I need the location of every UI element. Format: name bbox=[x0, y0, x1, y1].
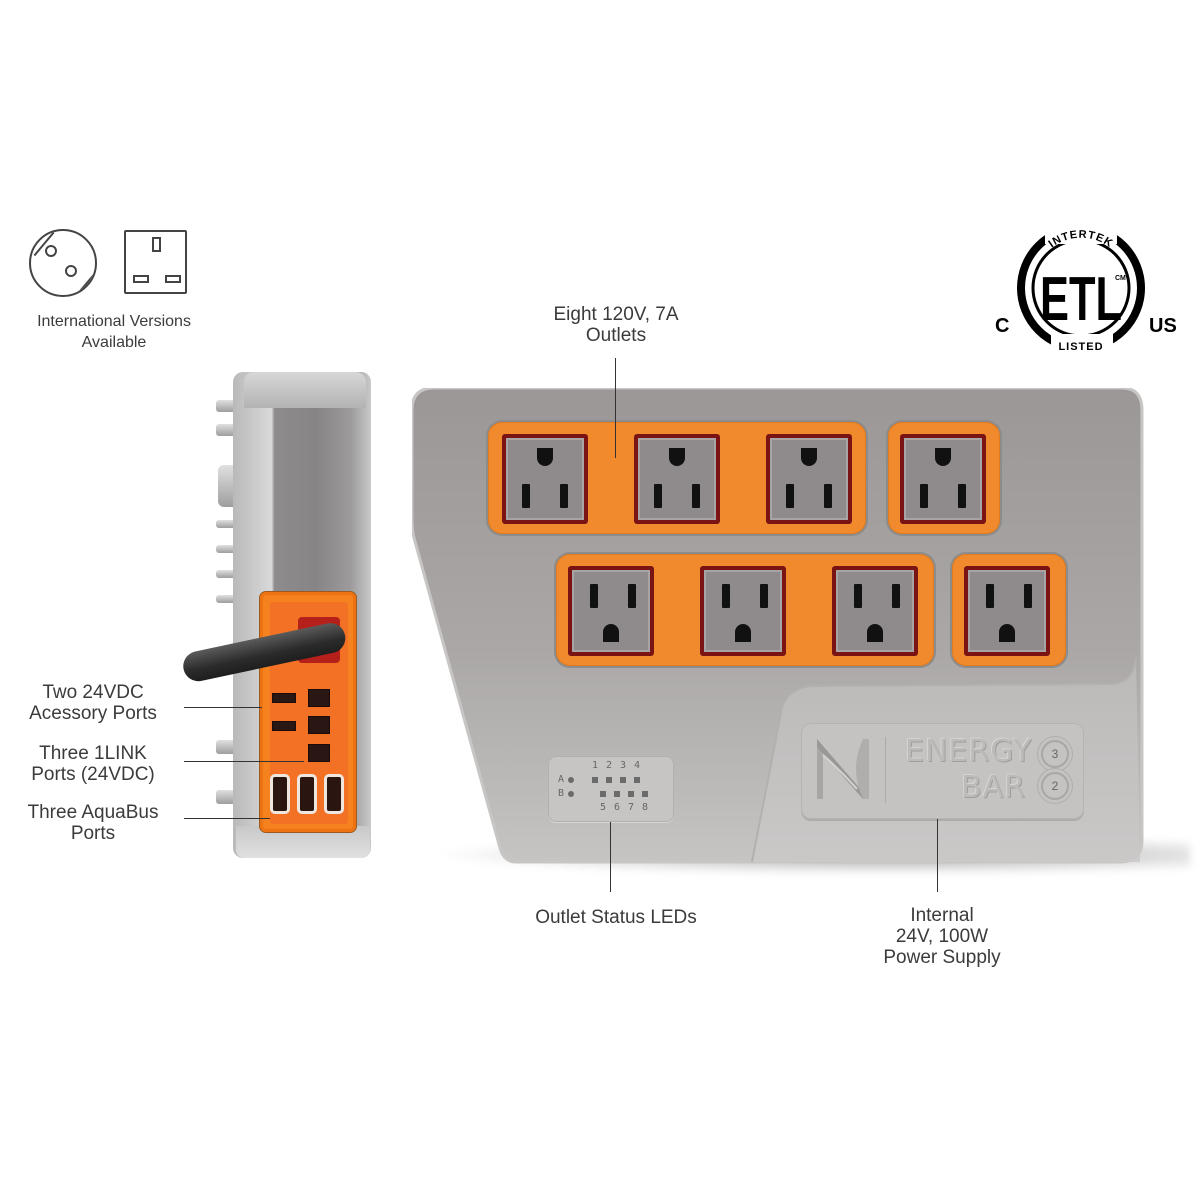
led-outlet-5 bbox=[600, 791, 606, 797]
led-label-7: 7 bbox=[628, 802, 635, 813]
accessory-ports-callout-line1: Two 24VDC bbox=[42, 682, 144, 703]
power-supply-leader-line bbox=[937, 819, 938, 892]
brand-text-bar: BAR bbox=[961, 770, 1026, 805]
outlet-1[interactable] bbox=[502, 434, 588, 524]
etl-cm-text: CM bbox=[1115, 275, 1126, 282]
side-housing-top bbox=[244, 372, 366, 408]
side-vent-fin bbox=[216, 424, 238, 436]
aquabus-port-2[interactable] bbox=[297, 774, 317, 814]
etl-us-text: US bbox=[1149, 315, 1177, 337]
outlets-leader-line bbox=[615, 358, 616, 458]
outlet-3[interactable] bbox=[766, 434, 852, 524]
energy-bar-front bbox=[412, 388, 1144, 864]
outlet-status-led-panel: 1 2 3 4 A B 5 6 7 8 bbox=[548, 756, 674, 822]
onelink-port-1[interactable] bbox=[308, 689, 330, 707]
accessory-ports-callout: Two 24VDC Acessory Ports bbox=[6, 682, 180, 724]
led-outlet-3 bbox=[620, 777, 626, 783]
led-label-3: 3 bbox=[620, 760, 627, 771]
outlets-callout: Eight 120V, 7A Outlets bbox=[516, 304, 716, 346]
led-outlet-2 bbox=[606, 777, 612, 783]
outlet-6[interactable] bbox=[700, 566, 786, 656]
etl-listed-text: LISTED bbox=[1058, 341, 1103, 353]
onelink-ports-callout: Three 1LINK Ports (24VDC) bbox=[6, 743, 180, 785]
led-label-4: 4 bbox=[634, 760, 641, 771]
side-vent-fin bbox=[216, 520, 238, 528]
led-a-indicator bbox=[568, 777, 574, 783]
outlet-8[interactable] bbox=[964, 566, 1050, 656]
outlet-4[interactable] bbox=[900, 434, 986, 524]
round-plug-icon bbox=[29, 229, 97, 297]
international-label-line2: Available bbox=[81, 334, 147, 351]
aquabus-ports-callout: Three AquaBus Ports bbox=[6, 802, 180, 844]
led-outlet-8 bbox=[642, 791, 648, 797]
led-row-a-label: A bbox=[558, 774, 565, 785]
onelink-ports-leader-line bbox=[184, 761, 304, 762]
outlet-7[interactable] bbox=[832, 566, 918, 656]
led-label-2: 2 bbox=[606, 760, 613, 771]
power-supply-callout-line3: Power Supply bbox=[883, 947, 1001, 968]
side-vent-fin bbox=[216, 570, 238, 578]
accessory-ports-leader-line bbox=[184, 707, 262, 708]
accessory-port-2[interactable] bbox=[272, 721, 296, 731]
led-row-b-label: B bbox=[558, 788, 565, 799]
outlets-callout-line1: Eight 120V, 7A bbox=[553, 304, 679, 325]
led-label-1: 1 bbox=[592, 760, 599, 771]
led-label-8: 8 bbox=[642, 802, 649, 813]
aquabus-port-1[interactable] bbox=[270, 774, 290, 814]
side-vent-fin bbox=[216, 545, 238, 553]
uk-plug-icon bbox=[124, 230, 187, 294]
status-leds-callout-line1: Outlet Status LEDs bbox=[535, 907, 697, 928]
etl-c-text: C bbox=[995, 315, 1009, 337]
accessory-ports-callout-line2: Acessory Ports bbox=[29, 703, 157, 724]
aquabus-ports-leader-line bbox=[184, 818, 270, 819]
brand-divider bbox=[885, 737, 886, 803]
brand-badge-2: 2 bbox=[1041, 772, 1069, 800]
led-outlet-7 bbox=[628, 791, 634, 797]
outlet-2[interactable] bbox=[634, 434, 720, 524]
status-leds-callout: Outlet Status LEDs bbox=[500, 907, 732, 928]
aquabus-port-3[interactable] bbox=[324, 774, 344, 814]
led-b-indicator bbox=[568, 791, 574, 797]
onelink-port-2[interactable] bbox=[308, 716, 330, 734]
side-vent-fin bbox=[216, 740, 238, 754]
energy-bar-brand-plate: ENERGY BAR 3 2 bbox=[801, 723, 1084, 819]
status-leds-leader-line bbox=[610, 822, 611, 892]
aquabus-ports-callout-line1: Three AquaBus bbox=[27, 802, 159, 823]
led-label-5: 5 bbox=[600, 802, 607, 813]
side-vent-fin bbox=[216, 790, 238, 804]
international-label: International Versions Available bbox=[14, 311, 214, 353]
onelink-ports-callout-line2: Ports (24VDC) bbox=[31, 764, 155, 785]
etl-listed-mark: INTERTEK LISTED ETL CM C US bbox=[995, 222, 1185, 362]
neptune-logo-icon bbox=[817, 739, 869, 799]
side-vent-fin bbox=[216, 400, 238, 412]
onelink-port-3[interactable] bbox=[308, 744, 330, 762]
brand-badge-3: 3 bbox=[1041, 740, 1069, 768]
led-outlet-6 bbox=[614, 791, 620, 797]
etl-mark-text: ETL bbox=[1040, 265, 1122, 334]
power-supply-callout: Internal 24V, 100W Power Supply bbox=[842, 905, 1042, 968]
led-outlet-1 bbox=[592, 777, 598, 783]
brand-text-energy: ENERGY bbox=[905, 734, 1033, 769]
international-label-line1: International Versions bbox=[37, 313, 191, 330]
aquabus-ports-callout-line2: Ports bbox=[70, 823, 116, 844]
accessory-port-1[interactable] bbox=[272, 693, 296, 703]
side-vent-fin bbox=[216, 595, 238, 603]
onelink-ports-callout-line1: Three 1LINK bbox=[39, 743, 147, 764]
led-label-6: 6 bbox=[614, 802, 621, 813]
power-supply-callout-line2: 24V, 100W bbox=[895, 926, 989, 947]
led-outlet-4 bbox=[634, 777, 640, 783]
outlets-callout-line2: Outlets bbox=[585, 325, 647, 346]
power-supply-callout-line1: Internal bbox=[910, 905, 974, 926]
outlet-5[interactable] bbox=[568, 566, 654, 656]
